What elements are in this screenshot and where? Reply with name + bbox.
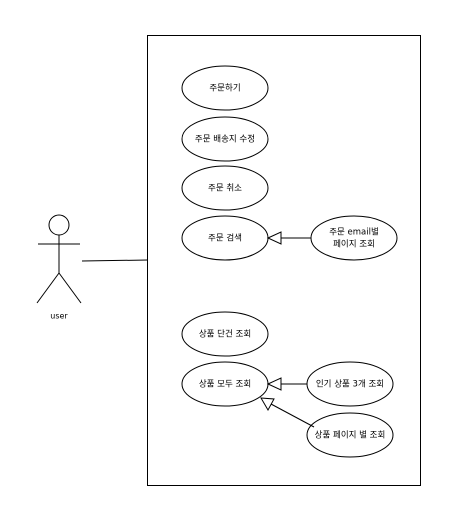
use-case-product-by-page: 상품 페이지 별 조회 (306, 412, 394, 458)
system-boundary (147, 35, 421, 486)
use-case-label: 주문하기 (209, 83, 240, 94)
use-case-label: 주문 배송지 수정 (195, 134, 255, 145)
actor-left-leg (36, 272, 60, 304)
use-case-label: 상품 페이지 별 조회 (315, 430, 386, 441)
use-case-product-top3: 인기 상품 3개 조회 (306, 361, 394, 407)
use-case-product-single: 상품 단건 조회 (181, 311, 269, 357)
generalization-top3-to-all (266, 377, 307, 391)
use-case-order-edit-address: 주문 배송지 수정 (181, 116, 269, 162)
use-case-product-all: 상품 모두 조회 (181, 361, 269, 407)
actor-name: user (50, 312, 68, 321)
generalization-by-page-to-all (260, 397, 315, 428)
actor-head (48, 214, 70, 236)
use-case-order-cancel: 주문 취소 (181, 165, 269, 211)
use-case-label: 상품 모두 조회 (199, 379, 251, 390)
use-case-label: 주문 취소 (208, 184, 242, 194)
use-case-label: 상품 단건 조회 (199, 329, 251, 340)
association-line (81, 259, 149, 262)
actor-user: user (36, 214, 82, 321)
actor-right-leg (58, 272, 82, 304)
use-case-label-line1: 주문 email별 (329, 227, 379, 238)
use-case-order-search: 주문 검색 (181, 215, 269, 261)
generalization-email-to-search (266, 231, 311, 245)
use-case-label: 주문 검색 (208, 233, 242, 244)
use-case-label-line2: 페이지 조회 (333, 239, 375, 250)
use-case-order-by-email-page: 주문 email별 페이지 조회 (310, 215, 398, 261)
use-case-label: 인기 상품 3개 조회 (316, 379, 384, 390)
use-case-order: 주문하기 (181, 65, 269, 111)
